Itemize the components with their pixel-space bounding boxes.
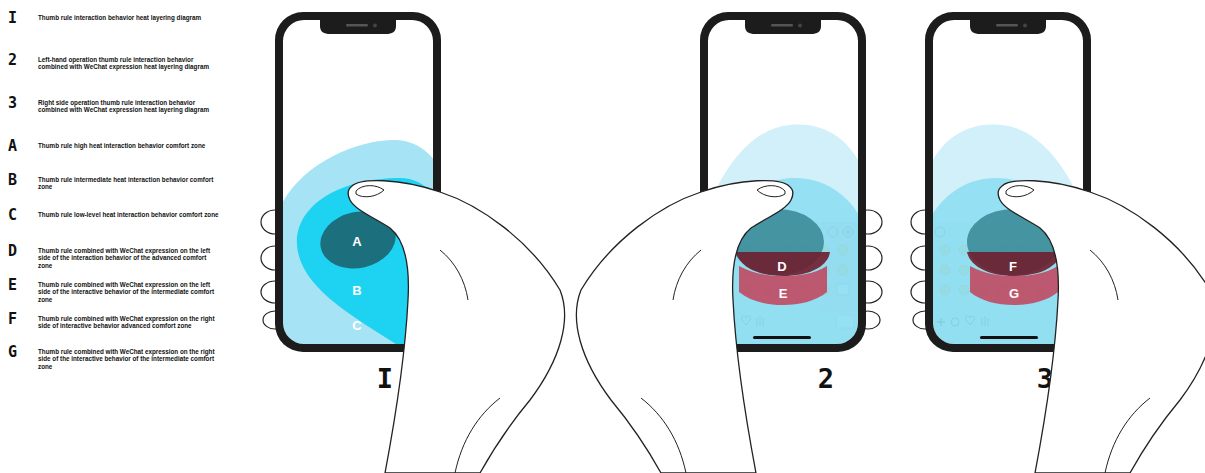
legend-key: 3 <box>8 93 17 113</box>
left-hand <box>576 181 792 473</box>
zone-fill <box>317 209 399 271</box>
legend-description: Right side operation thumb rule interact… <box>38 99 220 114</box>
legend-description: Thumb rule combined with WeChat expressi… <box>38 281 220 303</box>
legend-key: D <box>8 241 17 261</box>
legend-description: Thumb rule high heat interaction behavio… <box>38 142 220 149</box>
legend-key: G <box>8 342 17 362</box>
legend-description: Thumb rule combined with WeChat expressi… <box>38 348 220 370</box>
legend-description: Thumb rule intermediate heat interaction… <box>38 176 220 191</box>
zone-fill <box>970 266 1058 305</box>
legend-key: I <box>8 8 17 28</box>
diagram-number: 2 <box>818 363 834 394</box>
zone-letter: C <box>352 318 361 333</box>
phone-diagram: 2 DE <box>695 8 871 400</box>
heat-low <box>708 125 858 344</box>
zone-fill <box>297 178 433 345</box>
phone-diagram: I C B A <box>270 8 446 400</box>
legend-key: E <box>8 275 17 295</box>
right-hand <box>348 181 564 473</box>
legend-description: Thumb rule interaction behavior heat lay… <box>38 14 220 21</box>
zone-letter: G <box>1009 286 1019 301</box>
zone-letter: B <box>352 283 361 298</box>
legend-description: Thumb rule combined with WeChat expressi… <box>38 315 220 330</box>
screen-content <box>933 125 1083 344</box>
phone-bezel <box>700 12 866 352</box>
phone-diagram: 3 FG <box>920 8 1096 400</box>
legend-key: B <box>8 170 17 190</box>
legend-key: 2 <box>8 50 17 70</box>
phone-bezel <box>275 12 441 352</box>
zone-fill <box>283 140 433 345</box>
diagram-number: I <box>377 363 393 394</box>
legend-key: F <box>8 309 17 329</box>
zone-letter: A <box>352 234 361 249</box>
heat-zone: A <box>317 209 399 271</box>
home-indicator <box>980 336 1038 339</box>
heat-zone: C B A <box>283 110 433 345</box>
legend-key: C <box>8 205 17 225</box>
legend-description: Left-hand operation thumb rule interacti… <box>38 56 220 71</box>
zone-letter: D <box>777 259 786 274</box>
right-hand <box>998 181 1205 473</box>
heat-mid <box>933 178 1083 344</box>
finger-tips <box>854 210 882 329</box>
heat-low <box>933 125 1083 344</box>
heat-mid <box>708 178 858 344</box>
screen-content <box>708 125 858 344</box>
legend-description: Thumb rule low-level heat interaction be… <box>38 211 220 218</box>
home-indicator <box>753 336 811 339</box>
zone-fill <box>739 266 827 305</box>
heat-layers <box>933 125 1083 344</box>
diagram-number: 3 <box>1037 363 1053 394</box>
legend-description: Thumb rule combined with WeChat expressi… <box>38 247 220 269</box>
zone-letter: F <box>1009 259 1017 274</box>
phone-bezel <box>925 12 1091 352</box>
zone-letter: E <box>779 286 788 301</box>
legend-key: A <box>8 136 17 156</box>
